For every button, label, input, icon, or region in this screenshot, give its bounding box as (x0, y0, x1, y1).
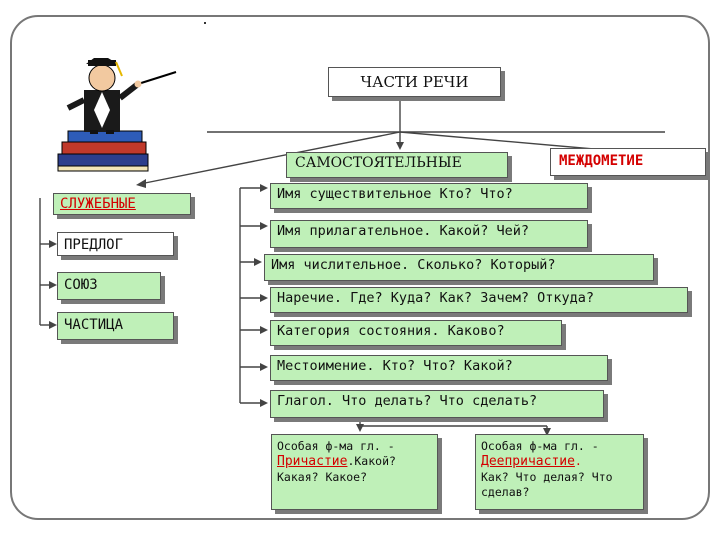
participle-name: Причастие (277, 453, 348, 469)
sluzh-header: СЛУЖЕБНЫЕ (53, 193, 191, 215)
slide-frame (10, 15, 710, 520)
pos-numeral: Имя числительное. Сколько? Который? (264, 254, 654, 281)
gerund-name: Деепричастие (481, 453, 575, 469)
gerund-q: Как? Что делая? Что сделав? (481, 470, 613, 500)
pos-adverb: Наречие. Где? Куда? Как? Зачем? Откуда? (270, 287, 688, 313)
gerund-head: Особая ф-ма гл. - (481, 439, 599, 453)
sluzh-item-soyuz: СОЮЗ (57, 272, 161, 300)
pos-noun: Имя существительное Кто? Что? (270, 183, 588, 209)
speck (204, 22, 206, 24)
participle-q2: Какая? Какое? (277, 470, 368, 485)
teacher-figure-icon (66, 58, 177, 134)
participle-q1: .Какой? (347, 453, 396, 468)
participle-box: Особая ф-ма гл. - Причастие.Какой? Какая… (271, 434, 438, 510)
diagram-title: ЧАСТИ РЕЧИ (328, 67, 501, 97)
teacher-illustration (57, 58, 177, 172)
participle-head: Особая ф-ма гл. - (277, 439, 395, 453)
book-stack-icon (57, 130, 149, 172)
sluzh-item-chastica: ЧАСТИЦА (57, 312, 174, 340)
mezhd-header: МЕЖДОМЕТИЕ (550, 148, 706, 176)
sluzh-item-predlog: ПРЕДЛОГ (57, 232, 174, 256)
gerund-box: Особая ф-ма гл. - Деепричастие. Как? Что… (475, 434, 644, 510)
pos-adjective: Имя прилагательное. Какой? Чей? (270, 220, 588, 248)
pos-pronoun: Местоимение. Кто? Что? Какой? (270, 355, 608, 381)
samost-header: САМОСТОЯТЕЛЬНЫЕ (286, 152, 508, 178)
gerund-dot: . (574, 453, 582, 468)
pos-category-state: Категория состояния. Каково? (270, 320, 562, 346)
pos-verb: Глагол. Что делать? Что сделать? (270, 390, 604, 418)
